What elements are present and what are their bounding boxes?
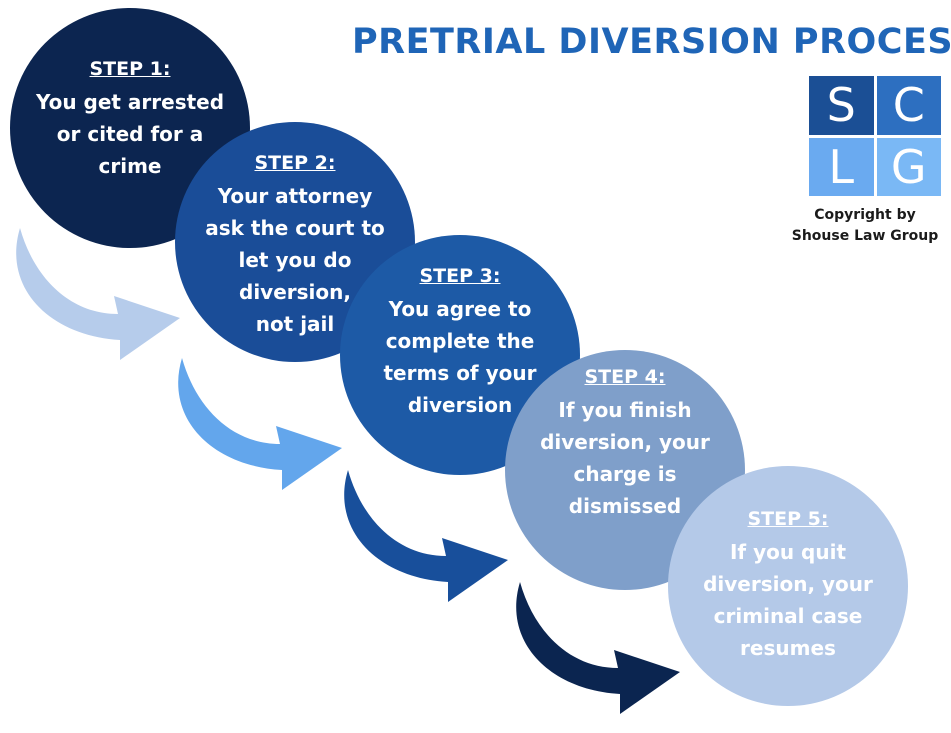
step-2-line-1: Your attorney (217, 184, 373, 208)
step-2-line-3: let you do (238, 248, 352, 272)
copyright-line-2: Shouse Law Group (791, 228, 939, 244)
logo-letter-l: L (809, 137, 874, 196)
step-3-line-4: diversion (407, 393, 513, 417)
step-4-line-3: charge is (573, 462, 677, 486)
step-5-circle: STEP 5: If you quit diversion, your crim… (668, 466, 908, 706)
sclg-logo: S C L G (809, 76, 941, 196)
step-4-label: STEP 4: (584, 366, 666, 388)
logo-letter-s: S (809, 76, 874, 135)
step-1-line-3: crime (98, 154, 162, 178)
step-2-line-4: diversion, (239, 280, 351, 304)
step-3-label: STEP 3: (419, 265, 501, 287)
step-2-line-5: not jail (255, 312, 335, 336)
step-5-line-1: If you quit (729, 540, 847, 564)
step-4-line-1: If you finish (558, 398, 692, 422)
arrow-3-to-4 (344, 470, 508, 602)
step-1-label: STEP 1: (89, 58, 171, 80)
logo-letter-c: C (876, 76, 941, 135)
arrow-4-to-5 (516, 582, 680, 714)
step-3-line-2: complete the (385, 329, 535, 353)
arrow-1-to-2 (16, 228, 181, 360)
step-1-line-2: or cited for a (56, 122, 204, 146)
step-3-line-1: You agree to (388, 297, 532, 321)
step-3-line-3: terms of your (383, 361, 537, 385)
step-2-line-2: ask the court to (205, 216, 385, 240)
step-2-circle: STEP 2: Your attorney ask the court to l… (175, 122, 415, 362)
step-5-line-4: resumes (740, 636, 836, 660)
page-title: PRETRIAL DIVERSION PROCESS (352, 22, 951, 62)
step-1-line-1: You get arrested (35, 90, 225, 114)
copyright-notice: Copyright by Shouse Law Group (780, 205, 950, 247)
step-5-line-3: criminal case (713, 604, 863, 628)
step-4-line-4: dismissed (568, 494, 682, 518)
step-4-line-2: diversion, your (540, 430, 710, 454)
step-5-line-2: diversion, your (703, 572, 873, 596)
arrow-2-to-3 (178, 358, 342, 490)
step-2-label: STEP 2: (254, 152, 336, 174)
step-5-label: STEP 5: (747, 508, 829, 530)
logo-letter-g: G (876, 137, 941, 196)
copyright-line-1: Copyright by (814, 207, 916, 223)
